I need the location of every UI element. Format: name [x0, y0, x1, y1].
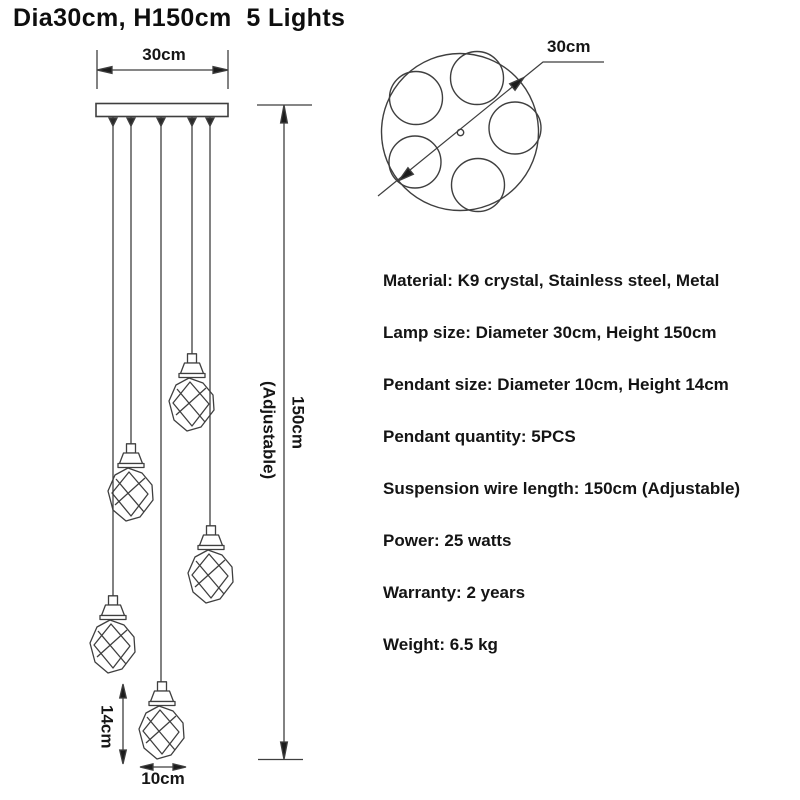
spec-pendant-quantity: Pendant quantity: 5PCS — [383, 427, 576, 446]
height-dimension — [257, 104, 312, 761]
top-view-drawing — [377, 50, 604, 213]
top-view-diameter-label: 30cm — [547, 37, 591, 56]
top-view-pendant-circle — [388, 135, 442, 189]
spec-warranty: Warranty: 2 years — [383, 583, 526, 602]
spec-list: Material: K9 crystal, Stainless steel, M… — [383, 269, 740, 656]
wire-connector-icon — [155, 117, 167, 128]
arrowhead-icon — [508, 75, 527, 92]
arrowhead-down-icon — [279, 741, 289, 760]
pendant-height-label: 14cm — [97, 705, 117, 749]
pendant-diameter-dimension — [139, 762, 187, 772]
wire-connector-icon — [107, 117, 119, 128]
top-width-label: 30cm — [142, 45, 186, 64]
top-view-canopy-outline — [380, 52, 540, 212]
height-adjustable-label: (Adjustable) — [259, 381, 279, 480]
arrowhead-up-icon — [118, 683, 128, 699]
pendant-lamp — [168, 353, 215, 432]
spec-suspension-wire-length: Suspension wire length: 150cm (Adjustabl… — [383, 479, 741, 498]
top-view-pendant-circle — [449, 50, 505, 106]
arrowhead-left-icon — [96, 65, 113, 75]
arrowhead-icon — [396, 166, 415, 183]
wire-connector-icon — [204, 117, 216, 128]
pendant-lamp — [138, 681, 185, 760]
spec-lamp-size: Lamp size: Diameter 30cm, Height 150cm — [383, 323, 717, 342]
wire-connector-icon — [125, 117, 137, 128]
top-view-center-mark — [456, 128, 465, 137]
pendant-lamp — [89, 595, 136, 674]
spec-power: Power: 25 watts — [383, 531, 512, 550]
arrowhead-up-icon — [279, 104, 289, 124]
spec-pendant-size: Pendant size: Diameter 10cm, Height 14cm — [383, 375, 729, 394]
pendant-lamp — [187, 525, 234, 604]
top-view-pendant-circle — [388, 70, 444, 126]
pendant-height-dimension — [118, 683, 128, 765]
height-label: 150cm — [288, 396, 308, 449]
ceiling-plate — [95, 102, 229, 118]
pendant-lamp — [107, 443, 154, 522]
spec-material: Material: K9 crystal, Stainless steel, M… — [383, 271, 720, 290]
arrowhead-left-icon — [139, 762, 154, 772]
spec-weight: Weight: 6.5 kg — [383, 635, 498, 654]
front-view-drawing — [89, 50, 312, 772]
top-width-dimension — [96, 50, 229, 89]
arrowhead-right-icon — [212, 65, 229, 75]
top-view-pendant-circle — [450, 157, 506, 213]
wire-connector-icon — [186, 117, 198, 128]
top-view-diameter-leader-line — [377, 61, 604, 197]
top-view-pendant-circle — [488, 101, 542, 155]
suspension-wires — [107, 117, 216, 682]
pendant-diameter-label: 10cm — [141, 769, 185, 788]
page-title: Dia30cm, H150cm 5 Lights — [13, 4, 346, 32]
arrowhead-right-icon — [172, 762, 187, 772]
arrowhead-down-icon — [118, 749, 128, 765]
